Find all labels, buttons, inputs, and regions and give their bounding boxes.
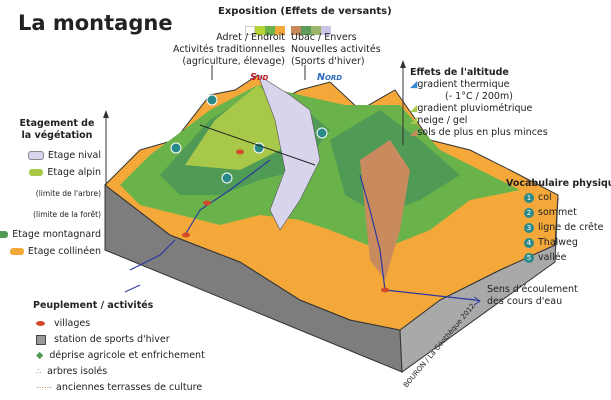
vocab-item: vallée [538, 252, 567, 263]
vocab-heading: Vocabulaire physique [506, 178, 611, 189]
adret-label: Adret / Endroit [216, 32, 285, 43]
legend-item: anciennes terrasses de culture [56, 382, 203, 393]
peuplement-legend: Peuplement / activités villages station … [33, 300, 205, 396]
vocab-item: col [538, 192, 552, 203]
number-badge: 1 [524, 192, 534, 203]
altitude-heading: Effets de l'altitude [410, 67, 509, 78]
vegetation-legend: Etage nival Etage alpin (limite de l'arb… [0, 150, 101, 263]
swatch [255, 26, 265, 35]
vocab-item: ligne de crête [538, 222, 604, 233]
trees-icon: ∴ [36, 367, 42, 376]
swatch [265, 26, 275, 35]
ski-station-icon [36, 334, 46, 345]
altitude-item: gradient thermique [417, 79, 510, 90]
forest-limit-label: (limite de la forêt) [33, 210, 101, 219]
vegetation-heading: Etagement de la végétation [14, 118, 100, 142]
legend-item: station de sports d'hiver [54, 334, 170, 345]
terraces-icon: ⋯⋯ [36, 383, 52, 392]
ubac-soil [360, 140, 410, 280]
swatch [275, 26, 285, 35]
flow-line: des cours d'eau [487, 296, 563, 307]
heading-line: la végétation [21, 130, 93, 141]
swatch [321, 26, 331, 35]
adret-examples: (agriculture, élevage) [182, 56, 285, 67]
page-title: La montagne [18, 11, 173, 35]
legend-label: Etage montagnard [12, 229, 101, 240]
ubac-activities: Nouvelles activités [291, 44, 381, 55]
number-badge: 4 [524, 237, 534, 248]
altitude-legend: Effets de l'altitude ◢gradient thermique… [410, 67, 548, 139]
villages [182, 149, 389, 293]
leaf-icon: ◆ [36, 350, 44, 361]
rivers [129, 159, 476, 301]
exposition-heading: Exposition (Effets de versants) [218, 6, 392, 17]
flow-label: Sens d'écoulement des cours d'eau [487, 284, 578, 308]
vocab-markers [170, 94, 328, 184]
flow-line: Sens d'écoulement [487, 284, 578, 295]
swatch [291, 26, 301, 35]
montagnard-icon [0, 231, 9, 238]
number-badge: 3 [524, 222, 534, 233]
number-badge: 2 [524, 207, 534, 218]
village-icon [36, 321, 45, 326]
collineen-icon [9, 248, 24, 255]
soil-icon: ◢ [410, 127, 418, 138]
ubac-swatches [291, 20, 331, 39]
nival-glacier [257, 74, 321, 231]
rain-gradient-icon: ◢ [410, 103, 418, 114]
nord-label: Nord [317, 72, 343, 83]
legend-label: Etage alpin [47, 167, 101, 178]
snow-icon: ◢ [410, 115, 418, 126]
legend-item: villages [54, 318, 91, 329]
adret-text: Adret / Endroit Activités traditionnelle… [173, 32, 285, 68]
flow-arrow [469, 296, 481, 306]
ubac-examples: (Sports d'hiver) [291, 56, 365, 67]
altitude-item: neige / gel [417, 115, 468, 126]
vocab-item: sommet [538, 207, 577, 218]
swatch [245, 26, 255, 35]
legend-item: déprise agricole et enfrichement [49, 350, 205, 361]
legend-label: Etage collinéen [27, 246, 101, 257]
swatch [301, 26, 311, 35]
heading-line: Etagement de [19, 118, 95, 129]
swatch [311, 26, 321, 35]
adret-swatches [245, 20, 285, 39]
thermal-gradient-icon: ◢ [410, 79, 418, 90]
altitude-item: gradient pluviométrique [417, 103, 533, 114]
nival-icon [27, 151, 44, 160]
legend-item: arbres isolés [47, 366, 108, 377]
vocab-legend: Vocabulaire physique 1 col 2 sommet 3 ligne… [506, 178, 611, 265]
valley-line [199, 124, 316, 166]
ubac-label: Ubac / Envers [291, 32, 357, 43]
sud-label: Sud [250, 72, 269, 83]
peuplement-heading: Peuplement / activités [33, 300, 154, 311]
altitude-item: (- 1°C / 200m) [445, 91, 513, 102]
legend-label: Etage nival [47, 150, 101, 161]
tree-limit-label: (limite de l'arbre) [35, 189, 101, 198]
altitude-item: sols de plus en plus minces [417, 127, 548, 138]
number-badge: 5 [524, 252, 534, 263]
adret-activities: Activités traditionnelles [173, 44, 285, 55]
alpin-icon [29, 169, 44, 176]
ubac-text: Ubac / Envers Nouvelles activités (Sport… [291, 32, 381, 68]
vocab-item: Thalweg [538, 237, 578, 248]
